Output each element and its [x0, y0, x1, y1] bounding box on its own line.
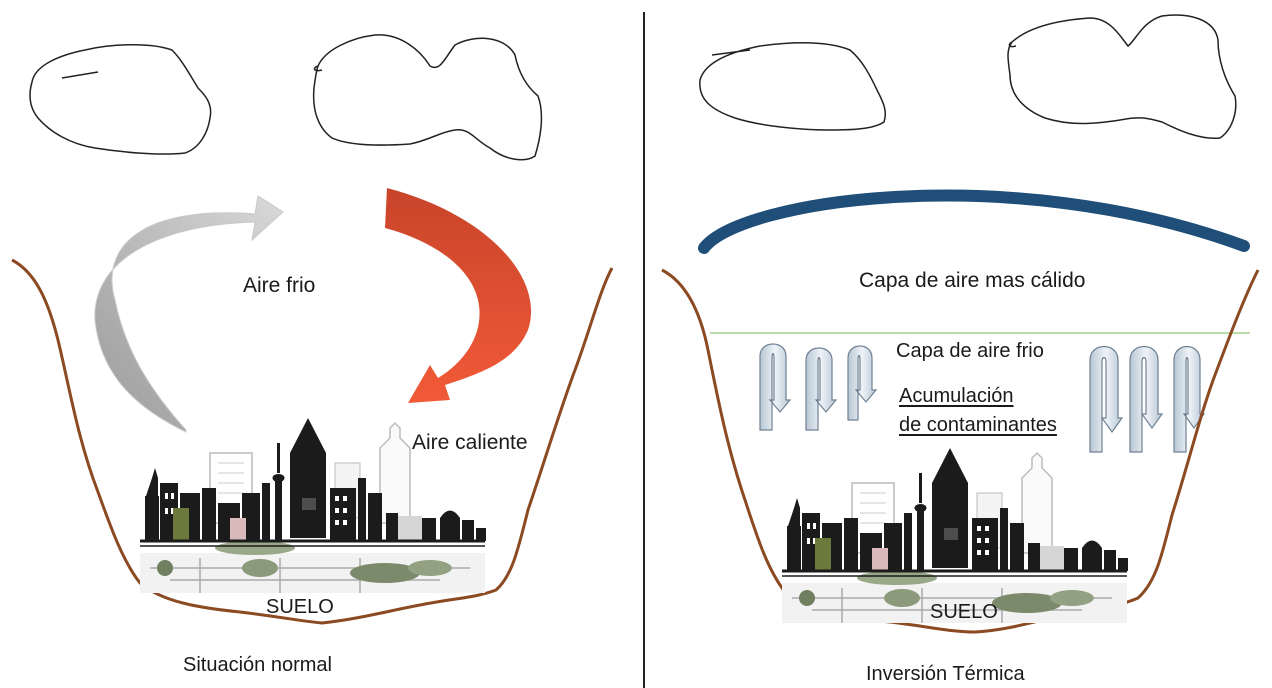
pollutants-label-line1: Acumulación	[899, 385, 1014, 407]
pollutants-label-line2: de contaminantes	[899, 414, 1057, 436]
downward-arrows	[759, 343, 1206, 453]
down-arrow-icon	[847, 345, 878, 421]
right-caption: Inversión Térmica	[866, 663, 1025, 685]
right-panel	[661, 14, 1260, 634]
cloud-icon	[1007, 14, 1237, 139]
down-arrow-icon	[1173, 345, 1206, 453]
left-panel	[11, 34, 614, 625]
inversion-layer-arc	[698, 189, 1250, 254]
down-arrow-icon	[1129, 345, 1164, 453]
ground-label: SUELO	[266, 596, 334, 618]
warm-layer-label: Capa de aire mas cálido	[859, 269, 1086, 292]
cloud-icon	[699, 42, 887, 131]
cloud-icon	[29, 44, 212, 155]
down-arrow-icon	[759, 343, 792, 431]
cold-air-arrow	[94, 195, 284, 433]
valley-outline	[11, 258, 614, 625]
cold-air-label: Aire frio	[243, 274, 316, 297]
left-caption: Situación normal	[183, 654, 332, 676]
city-skyline	[780, 446, 1130, 625]
valley-outline	[661, 268, 1260, 634]
cold-layer-label: Capa de aire frio	[896, 340, 1044, 362]
down-arrow-icon	[1089, 345, 1124, 453]
cloud-icon	[312, 34, 543, 161]
warm-air-arrow	[385, 188, 532, 403]
warm-air-label: Aire caliente	[412, 431, 528, 454]
ground-label: SUELO	[930, 601, 998, 623]
down-arrow-icon	[805, 347, 838, 431]
